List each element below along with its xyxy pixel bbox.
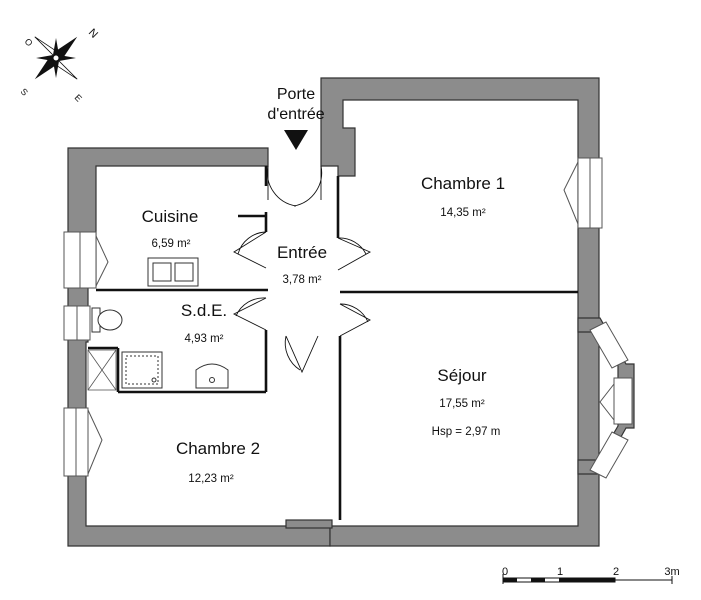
door-sde xyxy=(232,297,267,331)
entrance-door-left xyxy=(266,165,297,207)
scale-bar xyxy=(502,574,673,584)
outer-wall-east xyxy=(320,77,600,547)
windows xyxy=(63,157,635,479)
outer-walls xyxy=(67,77,600,547)
room-area-chambre2: 12,23 m² xyxy=(188,473,234,485)
window-sde xyxy=(63,305,91,341)
window-chambre1 xyxy=(563,157,603,229)
compass-n-label: N xyxy=(86,27,100,41)
entrance-door-right xyxy=(293,165,323,207)
room-name-cuisine: Cuisine xyxy=(142,207,199,226)
door-chambre2 xyxy=(284,335,319,374)
room-area-cuisine: 6,59 m² xyxy=(152,238,191,250)
room-height-sejour: Hsp = 2,97 m xyxy=(432,426,501,438)
washbasin-icon xyxy=(195,363,229,389)
room-name-sde: S.d.E. xyxy=(181,301,227,320)
scale-label-3m: 3m xyxy=(664,566,679,578)
compass-e-label: E xyxy=(73,92,84,103)
porte-entree-line2: d'entrée xyxy=(267,106,324,123)
room-area-sejour: 17,55 m² xyxy=(439,398,485,410)
shower-corner xyxy=(87,349,117,391)
scale-label-0: 0 xyxy=(502,566,508,578)
room-area-chambre1: 14,35 m² xyxy=(440,207,486,219)
scale-label-1: 1 xyxy=(557,566,563,578)
porte-entree-line1: Porte xyxy=(277,86,315,103)
kitchen-sink xyxy=(147,257,199,287)
door-chambre1 xyxy=(337,237,372,271)
room-area-entree: 3,78 m² xyxy=(283,274,322,286)
room-name-entree: Entrée xyxy=(277,243,327,262)
door-swings xyxy=(232,165,372,374)
window-sejour-bay xyxy=(589,321,633,479)
door-sejour xyxy=(339,303,371,337)
compass-rose-icon xyxy=(34,36,78,80)
compass-o-label: O xyxy=(23,36,35,48)
entrance-arrow-icon xyxy=(284,130,308,150)
window-cuisine xyxy=(63,231,109,289)
room-area-sde: 4,93 m² xyxy=(185,333,224,345)
compass-s-label: S xyxy=(19,86,30,97)
room-name-sejour: Séjour xyxy=(437,366,486,385)
scale-label-2: 2 xyxy=(613,566,619,578)
room-name-chambre2: Chambre 2 xyxy=(176,439,260,458)
wall-stub-bottom xyxy=(285,519,333,529)
door-cuisine xyxy=(233,231,267,269)
toilet-icon xyxy=(91,307,123,333)
room-name-chambre1: Chambre 1 xyxy=(421,174,505,193)
shower-tray xyxy=(121,351,163,389)
interior-walls xyxy=(88,166,578,520)
window-chambre2 xyxy=(63,407,103,477)
